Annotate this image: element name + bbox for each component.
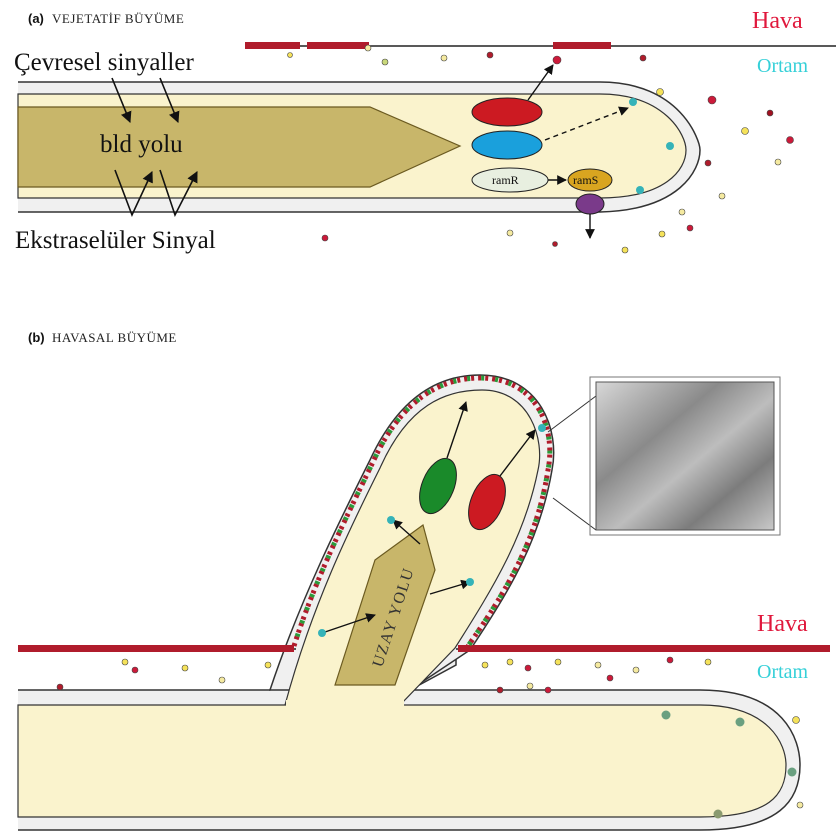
membrane-dot [736,718,745,727]
inset-pointer-1 [548,396,596,432]
membrane-dot [662,711,671,720]
membrane-dot [318,629,326,637]
ramR-label: ramR [492,174,519,186]
membrane-dot [387,516,395,524]
extracellular-signal-label: Ekstraselüler Sinyal [15,228,216,253]
surface-hyphae-a1 [245,42,300,49]
membrane-transporter-a [576,194,604,214]
surface-hyphae-b1 [18,645,294,652]
surface-hyphae-a2 [307,42,369,49]
air-label-a: Hava [752,9,803,33]
membrane-dot [636,186,644,194]
bld-pathway-shape [18,107,460,187]
panel-b-tag: (b) [28,331,45,344]
membrane-dot [538,424,546,432]
bld-pathway-label: bld yolu [100,132,183,157]
surface-hyphae-a3 [553,42,611,49]
panel-b: UZAY YOLU [18,375,830,830]
membrane-dot [788,768,797,777]
red-protein-a [472,98,542,126]
panel-a-title: VEJETATİF BÜYÜME [52,12,184,25]
env-signals-label: Çevresel sinyaller [14,50,194,75]
panel-b-title: HAVASAL BÜYÜME [52,331,177,344]
cytoplasm-junction [286,700,404,708]
micrograph-inset [596,382,774,530]
air-label-b: Hava [757,612,808,636]
panel-a-tag: (a) [28,12,44,25]
medium-label-a: Ortam [757,56,808,76]
blue-protein-a [472,131,542,159]
membrane-dot [629,98,637,106]
membrane-dot [714,810,723,819]
surface-hyphae-b2 [458,645,830,652]
membrane-dot [466,578,474,586]
ramS-label: ramS [573,174,598,186]
membrane-dot [666,142,674,150]
medium-label-b: Ortam [757,662,808,682]
hypha-cytoplasm-b [18,705,786,817]
